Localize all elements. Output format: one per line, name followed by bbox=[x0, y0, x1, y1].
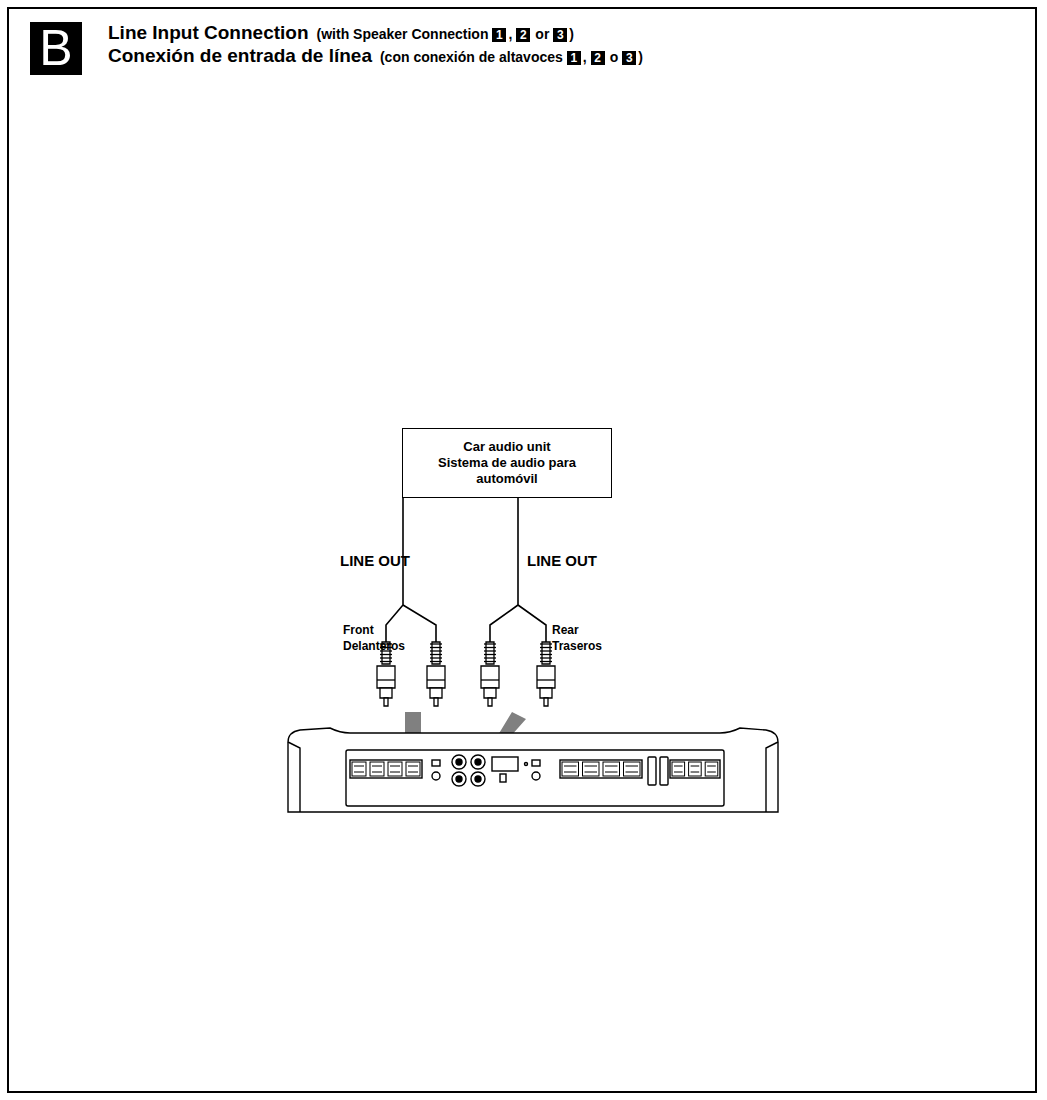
heading-note: , bbox=[583, 49, 587, 65]
heading-note: o bbox=[610, 49, 619, 65]
heading: Line Input Connection bbox=[108, 22, 309, 44]
section-letter: B bbox=[30, 22, 82, 75]
port-label: LINE OUT bbox=[527, 552, 597, 569]
channel-label: Delanteros bbox=[343, 639, 405, 653]
callout-number: 2 bbox=[591, 51, 605, 65]
callout-number: 3 bbox=[553, 28, 567, 42]
heading-note: (con conexión de altavoces bbox=[380, 49, 563, 65]
heading: Conexión de entrada de línea bbox=[108, 45, 372, 67]
amplifier bbox=[288, 728, 778, 812]
heading-row: Line Input Connection (with Speaker Conne… bbox=[108, 22, 574, 44]
speaker-terminals bbox=[352, 762, 718, 776]
callout-number: 1 bbox=[567, 51, 581, 65]
heading-note: ) bbox=[569, 26, 574, 42]
heading-row: Conexión de entrada de línea (con conexió… bbox=[108, 45, 643, 67]
heading-note: , bbox=[508, 26, 512, 42]
port-label: LINE OUT bbox=[340, 552, 410, 569]
heading-note: (with Speaker Connection bbox=[317, 26, 489, 42]
heading-note: ) bbox=[638, 49, 643, 65]
channel-label: Traseros bbox=[552, 639, 602, 653]
callout-number: 2 bbox=[516, 28, 530, 42]
device-box: Car audio unitSistema de audio para auto… bbox=[402, 428, 612, 498]
page-frame bbox=[8, 8, 1036, 1092]
channel-label: Rear bbox=[552, 623, 579, 637]
device-label: Car audio unit bbox=[463, 439, 550, 455]
callout-number: 1 bbox=[492, 28, 506, 42]
rca-cables bbox=[386, 498, 546, 642]
section-badge bbox=[30, 22, 82, 75]
callout-number: 3 bbox=[622, 51, 636, 65]
heading-note: or bbox=[535, 26, 549, 42]
channel-label: Front bbox=[343, 623, 374, 637]
device-label: Sistema de audio para automóvil bbox=[422, 455, 592, 487]
